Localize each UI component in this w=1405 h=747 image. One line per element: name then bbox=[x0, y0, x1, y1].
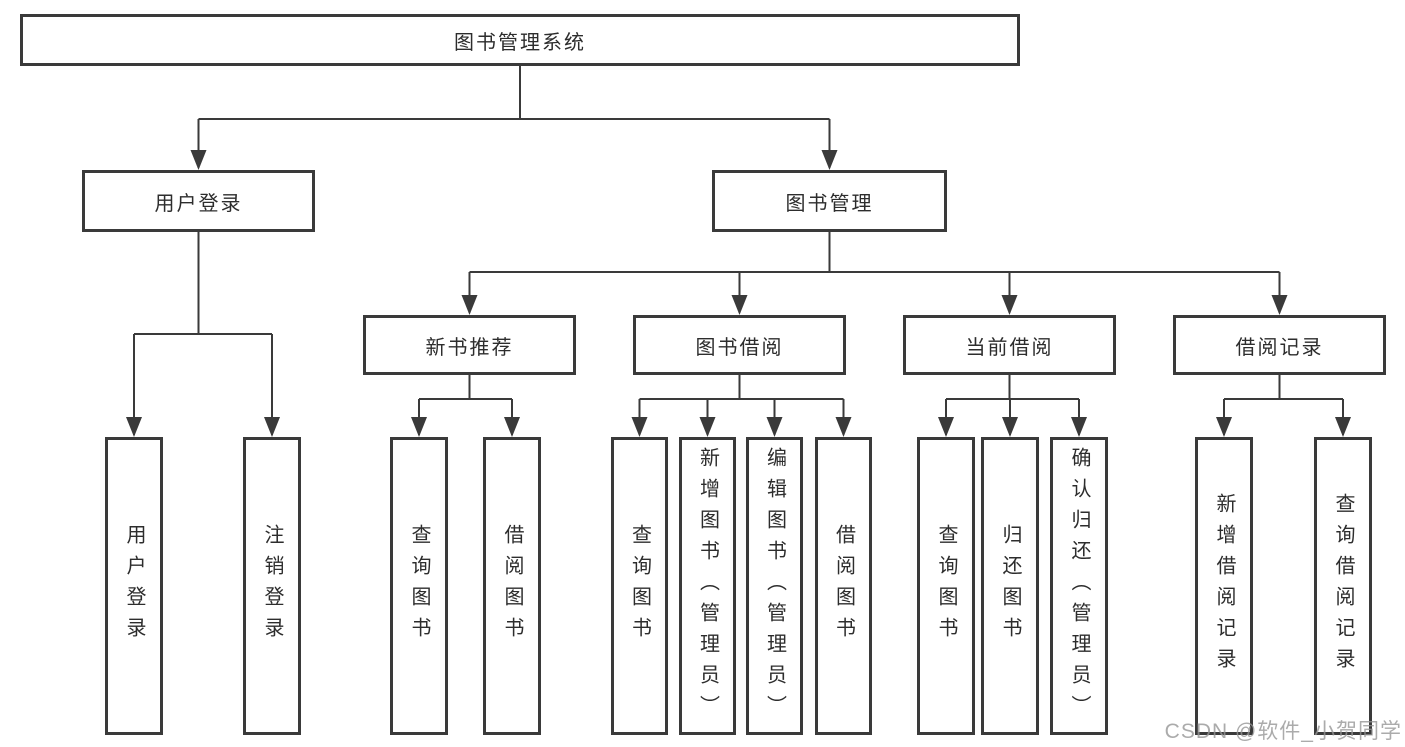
leaf-user-login-label: 用户登录 bbox=[123, 524, 145, 648]
node-borrow-records: 借阅记录 bbox=[1173, 315, 1386, 375]
leaf-query-borrow-record-label: 查询借阅记录 bbox=[1332, 493, 1354, 679]
node-borrow-records-label: 借阅记录 bbox=[1235, 336, 1324, 359]
node-book-borrow-label: 图书借阅 bbox=[695, 336, 784, 359]
node-book-management: 图书管理 bbox=[712, 170, 947, 232]
node-book-management-label: 图书管理 bbox=[785, 192, 874, 215]
leaf-add-borrow-record-label: 新增借阅记录 bbox=[1213, 493, 1235, 679]
leaf-logout-label: 注销登录 bbox=[261, 524, 283, 648]
leaf-confirm-return-admin-label: 确认归还（管理员） bbox=[1068, 446, 1090, 726]
leaf-borrow-books-2: 借阅图书 bbox=[815, 437, 872, 735]
leaf-query-books-2-label: 查询图书 bbox=[628, 524, 651, 648]
leaf-query-books-1: 查询图书 bbox=[390, 437, 448, 735]
node-library-system: 图书管理系统 bbox=[20, 14, 1020, 66]
node-book-borrow: 图书借阅 bbox=[633, 315, 846, 375]
node-current-borrow-label: 当前借阅 bbox=[965, 336, 1054, 359]
leaf-query-books-2: 查询图书 bbox=[611, 437, 668, 735]
node-user-login: 用户登录 bbox=[82, 170, 315, 232]
node-current-borrow: 当前借阅 bbox=[903, 315, 1116, 375]
leaf-query-books-1-label: 查询图书 bbox=[408, 524, 430, 648]
leaf-borrow-books-2-label: 借阅图书 bbox=[832, 524, 855, 648]
leaf-add-borrow-record: 新增借阅记录 bbox=[1195, 437, 1253, 735]
leaf-return-book: 归还图书 bbox=[981, 437, 1039, 735]
csdn-watermark: CSDN @软件_小贺同学 bbox=[1164, 720, 1402, 743]
leaf-borrow-books-1-label: 借阅图书 bbox=[501, 524, 523, 648]
leaf-borrow-books-1: 借阅图书 bbox=[483, 437, 541, 735]
leaf-edit-book-admin: 编辑图书（管理员） bbox=[746, 437, 803, 735]
leaf-query-books-3-label: 查询图书 bbox=[935, 524, 957, 648]
leaf-logout: 注销登录 bbox=[243, 437, 301, 735]
leaf-add-book-admin: 新增图书（管理员） bbox=[679, 437, 736, 735]
leaf-return-book-label: 归还图书 bbox=[999, 524, 1021, 648]
leaf-confirm-return-admin: 确认归还（管理员） bbox=[1050, 437, 1108, 735]
leaf-edit-book-admin-label: 编辑图书（管理员） bbox=[763, 446, 786, 726]
leaf-add-book-admin-label: 新增图书（管理员） bbox=[696, 446, 719, 726]
node-new-book-recommend-label: 新书推荐 bbox=[425, 336, 514, 359]
leaf-user-login: 用户登录 bbox=[105, 437, 163, 735]
leaf-query-borrow-record: 查询借阅记录 bbox=[1314, 437, 1372, 735]
node-new-book-recommend: 新书推荐 bbox=[363, 315, 576, 375]
node-library-system-label: 图书管理系统 bbox=[454, 31, 586, 54]
leaf-query-books-3: 查询图书 bbox=[917, 437, 975, 735]
node-user-login-label: 用户登录 bbox=[154, 192, 243, 215]
